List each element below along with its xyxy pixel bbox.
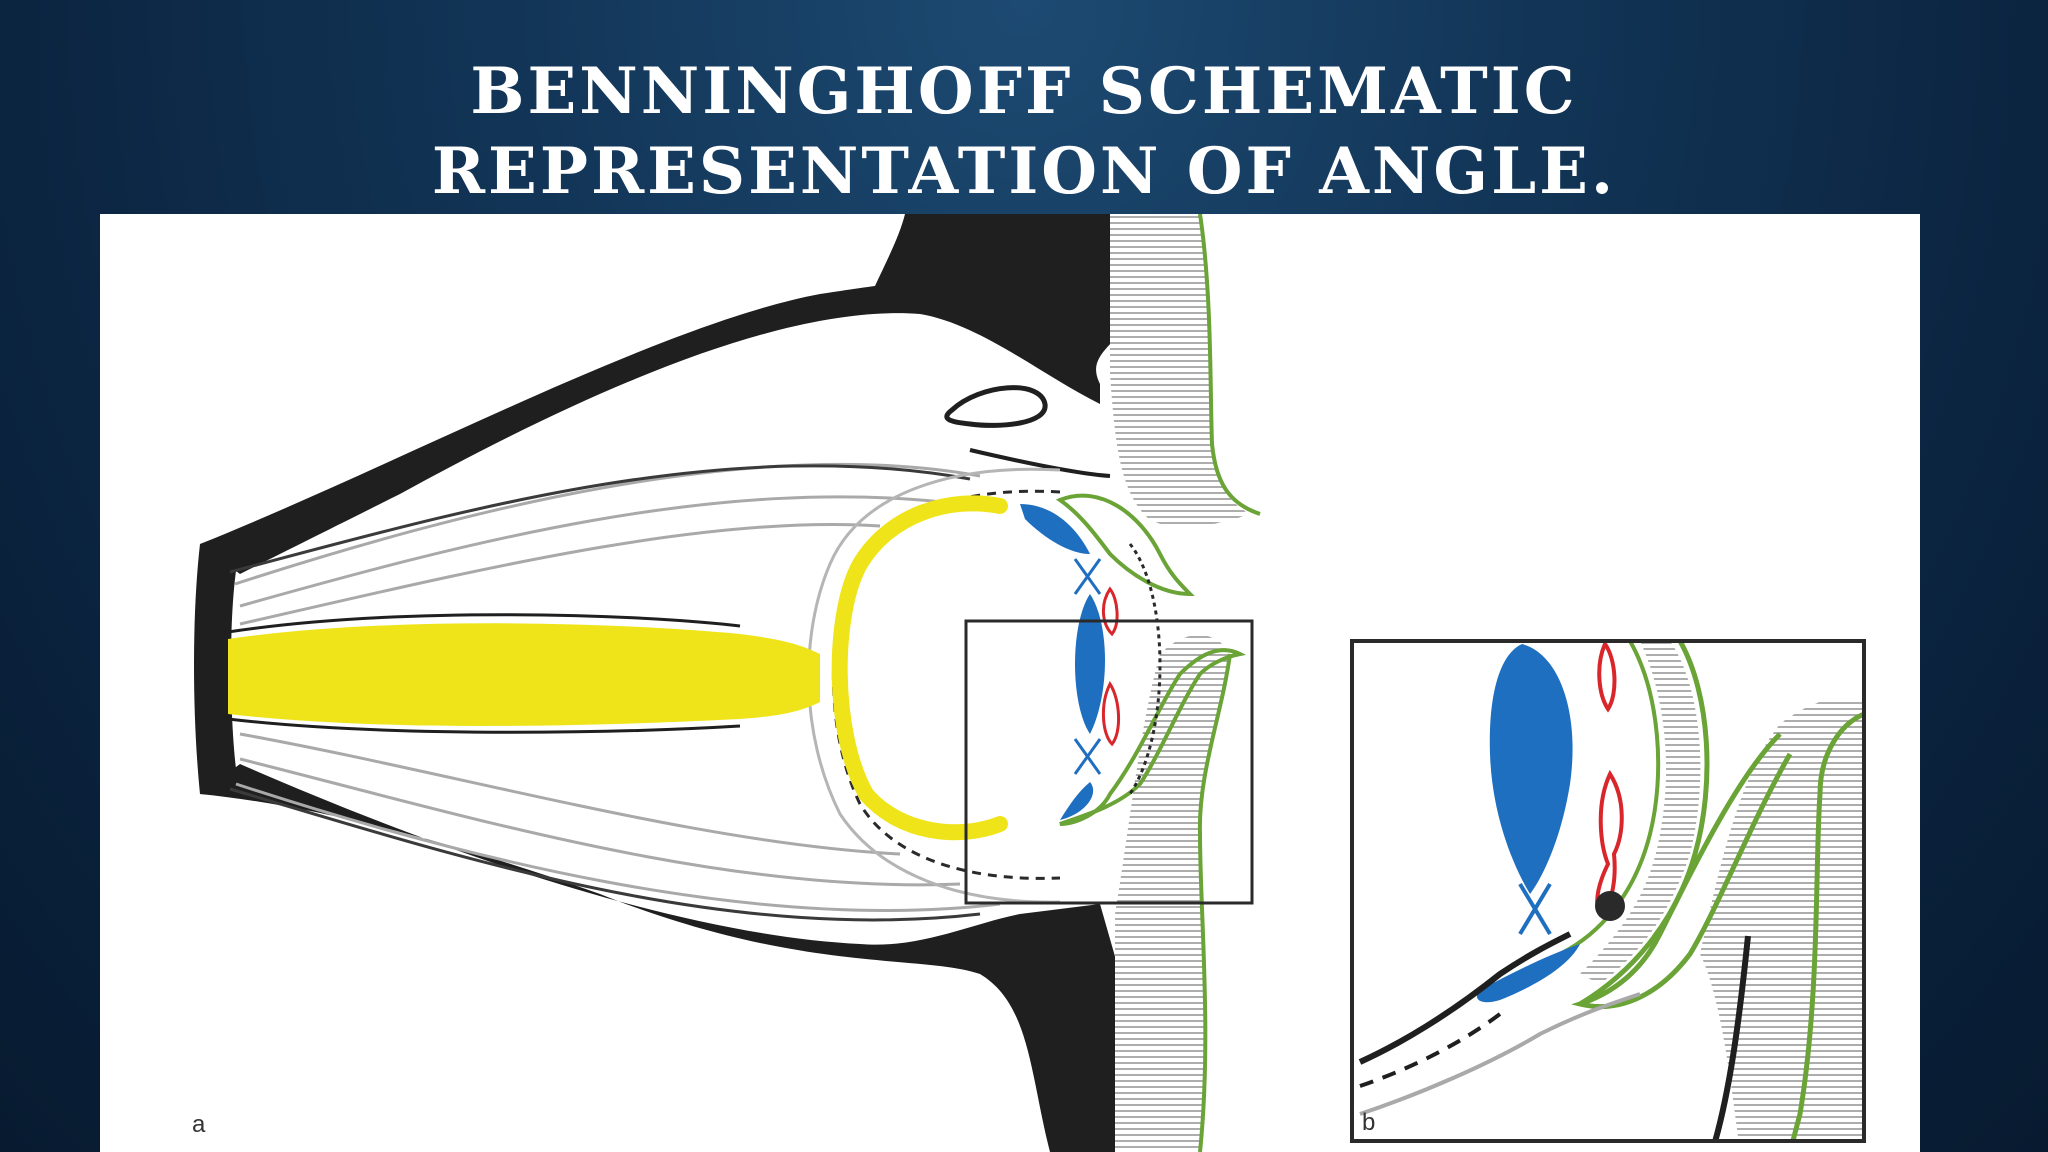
- panel-b: b: [1350, 639, 1866, 1143]
- orbit-apex: [194, 544, 240, 796]
- conjunctiva-upper: [1055, 493, 1195, 597]
- lower-lid-outline: [1197, 653, 1232, 1152]
- panel-b-label: b: [1362, 1109, 1375, 1136]
- nerve-sheath-lower: [227, 717, 741, 734]
- b-orbital-black-bottom: [1712, 935, 1751, 1141]
- b-cornea-outline-outer: [1578, 641, 1710, 1007]
- b-sclera-black: [1358, 931, 1572, 1065]
- ciliary-lower: [1060, 782, 1094, 820]
- lower-lid-hatched: [1115, 635, 1230, 1152]
- iris-lower-red: [1101, 681, 1121, 747]
- zonule-upper: [1073, 558, 1102, 595]
- zoom-region-box: [964, 619, 1254, 905]
- lens: [1075, 594, 1105, 734]
- iris-upper-red: [1102, 586, 1119, 637]
- slide-title: BENNINGHOFF SCHEMATIC REPRESENTATION OF …: [0, 52, 2048, 212]
- b-iris-red-upper: [1597, 641, 1617, 713]
- retina: [831, 495, 1008, 841]
- orbital-septum-line: [969, 448, 1111, 478]
- ciliary-upper: [1020, 504, 1090, 554]
- diagram-figure: a: [100, 214, 1920, 1152]
- b-cornea-outline-inner: [1559, 641, 1661, 956]
- zoomed-view-box: [1350, 639, 1866, 1143]
- upper-lid-outline: [1198, 214, 1261, 516]
- panel-a: a: [192, 214, 1261, 1152]
- slide-title-line-2: REPRESENTATION OF ANGLE.: [431, 134, 1617, 209]
- angle-schematic: a: [192, 214, 1866, 1152]
- panel-a-label: a: [192, 1111, 206, 1138]
- slide-title-line-1: BENNINGHOFF SCHEMATIC: [470, 54, 1578, 129]
- conjunctiva-lower: [1059, 648, 1247, 826]
- b-ciliary-lower: [1476, 944, 1580, 1003]
- b-lens: [1489, 644, 1573, 894]
- b-zonule: [1518, 882, 1552, 936]
- nerve-sheath-upper: [227, 613, 741, 634]
- b-cornea-hatched: [1580, 641, 1701, 984]
- zonule-lower: [1073, 738, 1102, 775]
- orbit-wall-upper: [200, 214, 1120, 574]
- optic-nerve: [228, 623, 820, 726]
- b-lower-lid-outline: [1790, 711, 1864, 1141]
- levator-aponeurosis: [944, 385, 1048, 428]
- upper-lid-hatched: [1110, 214, 1250, 527]
- b-lower-lid-hatched: [1700, 698, 1864, 1141]
- b-sclera-gray: [1359, 992, 1641, 1116]
- schlemm-canal: [1595, 891, 1625, 921]
- cornea-curve: [1128, 543, 1162, 795]
- b-sclera-dashed: [1359, 1012, 1502, 1088]
- extraocular-muscles: [234, 462, 1001, 912]
- tenon-capsule-dark: [229, 464, 981, 922]
